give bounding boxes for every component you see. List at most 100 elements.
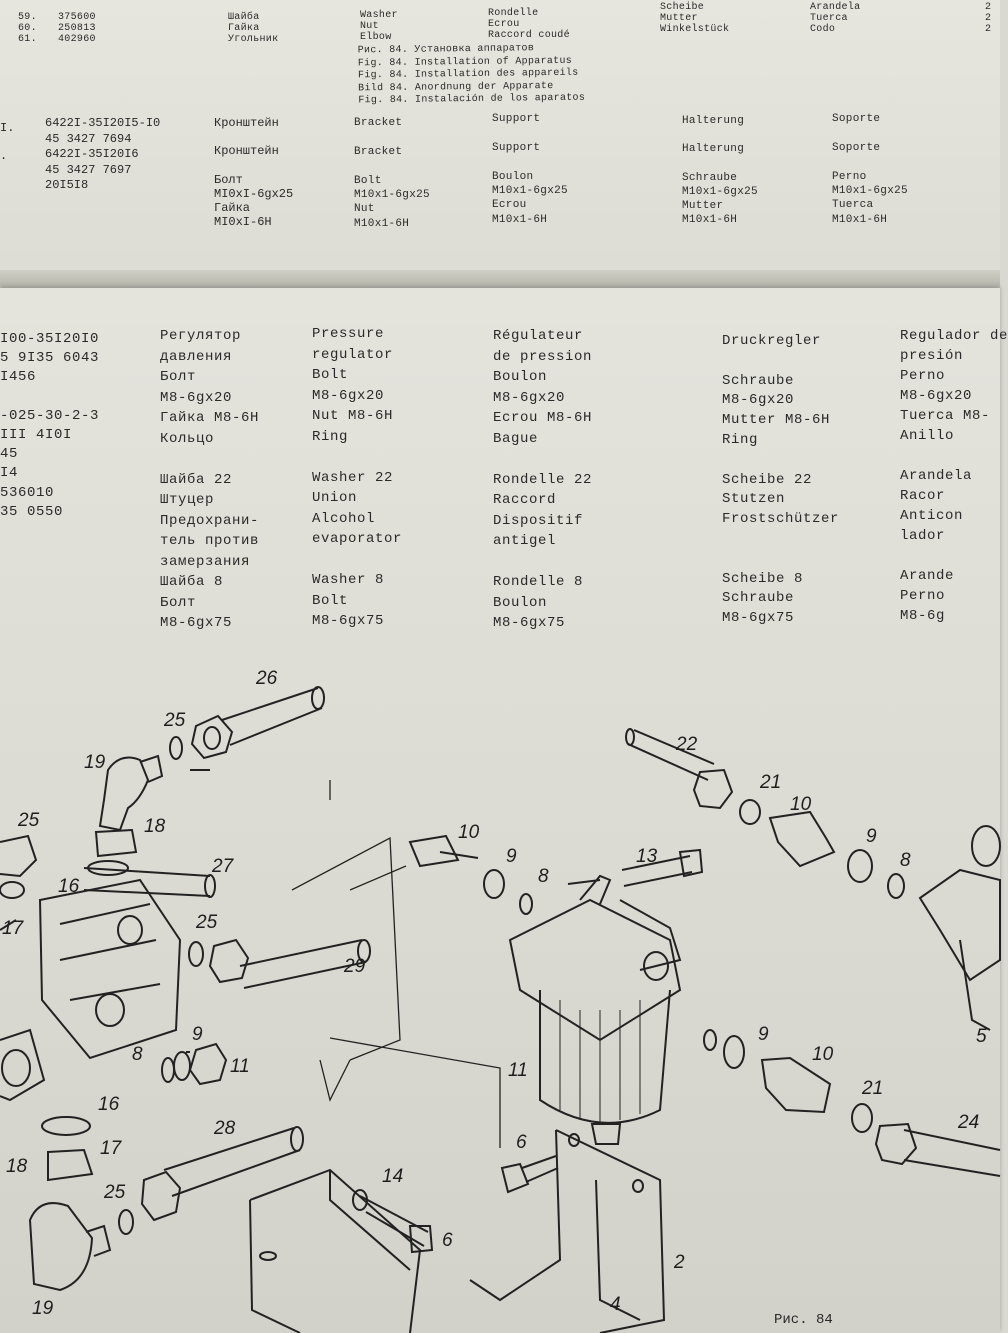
washer-25: [169, 736, 183, 760]
callout-5: 5: [976, 1026, 987, 1047]
washer-9-right: [723, 1035, 745, 1069]
top-rows-fr: Rondelle Ecrou Raccord coudé: [488, 8, 570, 41]
elbow-19: [98, 756, 150, 832]
top-block-en: Bracket Bracket Bolt M10x1-6gx25 Nut M10…: [354, 117, 430, 230]
nut-18-lower: [47, 1148, 94, 1182]
washer-21: [739, 799, 761, 825]
callout-8: 8: [900, 850, 911, 871]
top-rows-ru: Шайба Гайка Угольник: [228, 12, 278, 45]
row-marker: I.: [0, 121, 15, 135]
callout-17: 17: [100, 1138, 122, 1159]
callout-25: 25: [196, 912, 218, 933]
bracket-2-web: [595, 1179, 641, 1321]
valve-block-detail: [59, 903, 161, 1001]
callout-18: 18: [144, 816, 166, 837]
regulator-port: [643, 951, 669, 981]
top-block-codes: 6422I-35I20I5-I0 45 3427 7694 6422I-35I2…: [45, 116, 160, 194]
pipe-26: [221, 687, 323, 746]
washer-8-far: [887, 873, 905, 899]
part-code: 250813: [58, 23, 96, 34]
bottom-block-codes: I00-35I20I0 5 9I35 6043 I456 -025-30-2-3…: [0, 331, 100, 520]
part-name-es: Tuerca: [810, 13, 848, 24]
bolt-13: [621, 855, 693, 887]
callout-18: 18: [6, 1156, 28, 1177]
callout-10: 10: [458, 822, 480, 843]
bottom-block-ru: Регулятор давления Болт М8-6gx20 Гайка М…: [160, 328, 260, 631]
washer-21-lower: [851, 1103, 873, 1133]
callout-9: 9: [758, 1024, 769, 1045]
part-name-ru: Угольник: [228, 34, 279, 45]
bowl-ribs: [559, 1000, 641, 1124]
top-rows-es: Arandela Tuerca Codo: [810, 2, 860, 35]
washer: [188, 941, 204, 967]
part-name-fr: Raccord coudé: [488, 30, 570, 41]
washer-8-center: [519, 893, 533, 915]
pipe-22: [627, 729, 715, 781]
callout-24: 24: [958, 1112, 980, 1133]
pipe-end: [290, 1126, 304, 1152]
nut-25-side: [208, 938, 250, 984]
callout-16: 16: [58, 876, 80, 897]
top-block-de: Halterung Halterung Schraube M10x1-6gx25…: [682, 115, 758, 227]
callout-6: 6: [516, 1132, 527, 1153]
callout-22: 22: [676, 734, 698, 755]
part-code: 375600: [58, 12, 96, 23]
quantity: 2: [985, 13, 992, 24]
leader-line: [291, 836, 401, 1061]
pipe-24: [903, 1129, 1001, 1177]
bracket-hole: [632, 1179, 644, 1193]
callout-25: 25: [104, 1182, 126, 1203]
bottom-block-es: Regulador de presión Perno M8-6gx20 Tuer…: [900, 328, 1008, 624]
part-code: 45 3427 7697: [45, 162, 132, 177]
valve-right-body: [959, 939, 991, 1031]
part-name-de: Mutter: [660, 13, 698, 24]
top-rows-numbers: 59. 60. 61.: [18, 12, 37, 45]
pipe-end: [204, 874, 216, 898]
part-name-es: Arandela: [810, 2, 861, 13]
part-name-de: Scheibe: [660, 2, 705, 13]
top-rows-quantity: 2 2 2: [985, 2, 991, 35]
bottom-block-de: Druckregler Schraube M8-6gx20 Mutter M8-…: [722, 333, 840, 627]
nut-24: [874, 1122, 918, 1166]
nut-11: [188, 1042, 228, 1086]
t-handle-bar: [567, 879, 601, 885]
nut-22: [692, 768, 734, 810]
callout-11: 11: [230, 1056, 250, 1077]
bracket-hole: [259, 1251, 277, 1261]
callout-9: 9: [506, 846, 517, 867]
callout-16: 16: [98, 1094, 120, 1115]
elbow-thread: [85, 1224, 112, 1257]
bolt-6-head: [500, 1162, 530, 1194]
bolt-10-head: [408, 834, 460, 868]
part-name-fr: Rondelle: [488, 8, 539, 19]
valve-right: [918, 868, 1001, 982]
part-code: 402960: [58, 34, 96, 45]
row-number: 59.: [18, 12, 37, 23]
callout-19: 19: [32, 1298, 54, 1319]
nut-18: [94, 828, 138, 858]
callout-25: 25: [18, 810, 40, 831]
regulator-housing: [508, 898, 682, 1042]
bracket-hole: [568, 1133, 580, 1147]
callout-10: 10: [812, 1044, 834, 1065]
part-name-fr: Ecrou: [488, 19, 520, 30]
fitting-10-lower: [760, 1056, 832, 1114]
quantity: 2: [985, 24, 992, 35]
callout-2: 2: [674, 1252, 685, 1273]
part-code: 6422I-35I20I5-I0: [45, 116, 161, 130]
callout-25: 25: [164, 710, 186, 731]
nut-6: [408, 1225, 434, 1254]
top-block-es: Soporte Soporte Perno M10x1-6gx25 Tuerca…: [832, 113, 908, 226]
callout-19: 19: [84, 752, 106, 773]
nut-25-left: [0, 834, 38, 878]
washer-8: [161, 1057, 175, 1083]
valve-port: [1, 1049, 31, 1087]
row-number: 60.: [18, 23, 37, 34]
quantity: 2: [985, 2, 992, 13]
washer-8-right: [703, 1029, 717, 1051]
nut-25: [190, 714, 234, 760]
washer-9: [173, 1051, 191, 1081]
callout-9: 9: [866, 826, 877, 847]
elbow-thread: [139, 754, 164, 783]
